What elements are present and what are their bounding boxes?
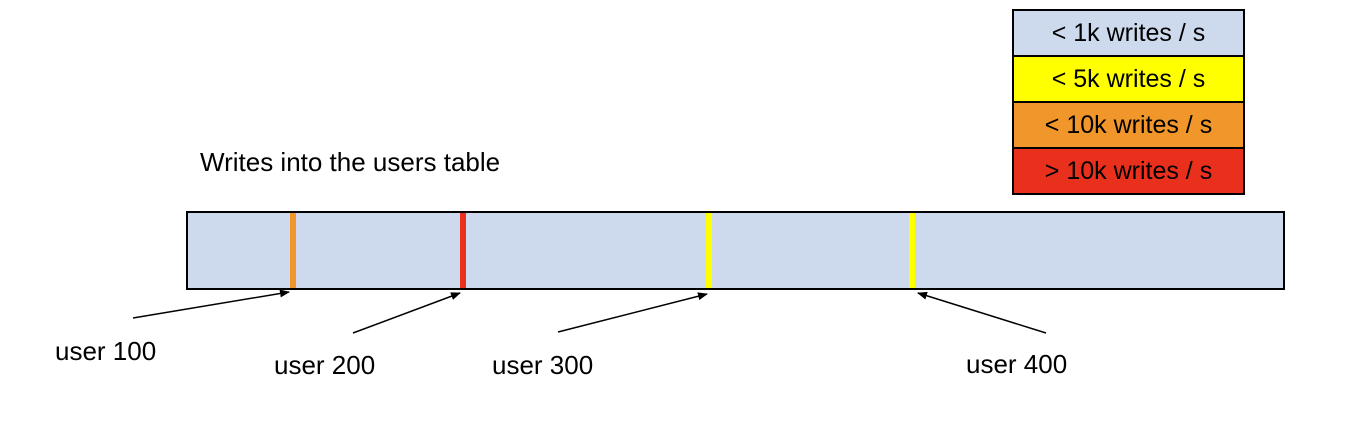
hotspot-marker-user-200 [459,213,466,288]
arrow-user-100 [132,289,290,319]
legend-item-label: < 10k writes / s [1044,110,1213,139]
arrow-user-400 [917,291,1047,334]
legend-item-gt-10k: > 10k writes / s [1012,147,1245,195]
legend-item-lt-1k: < 1k writes / s [1012,9,1245,57]
label-user-400: user 400 [966,349,1068,379]
legend-item-label: < 5k writes / s [1051,64,1206,93]
legend-item-lt-10k: < 10k writes / s [1012,101,1245,149]
arrow-user-300 [557,292,708,333]
diagram-title: Writes into the users table [200,147,501,177]
arrow-user-200 [352,292,461,334]
label-user-100: user 100 [55,336,157,366]
users-table-bar [186,211,1285,290]
hotspot-marker-user-100 [290,213,297,288]
legend-item-lt-5k: < 5k writes / s [1012,55,1245,103]
legend-item-label: > 10k writes / s [1044,156,1213,185]
label-user-300: user 300 [492,350,594,380]
label-user-200: user 200 [274,350,376,380]
hotspot-marker-user-300 [706,213,713,288]
legend-item-label: < 1k writes / s [1051,18,1206,47]
legend: < 1k writes / s < 5k writes / s < 10k wr… [1012,9,1245,195]
hotspot-marker-user-400 [908,213,915,288]
